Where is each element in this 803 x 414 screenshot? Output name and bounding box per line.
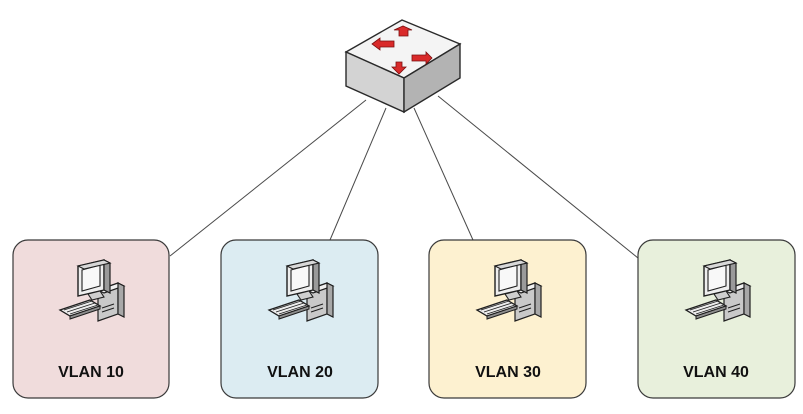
vlan-label-20: VLAN 20 bbox=[267, 364, 333, 381]
connection-lines bbox=[169, 95, 639, 259]
vlan-box-30: VLAN 30 bbox=[428, 239, 587, 399]
switch-arrows bbox=[371, 25, 433, 75]
switch-icon bbox=[344, 19, 462, 114]
link-vlan-10 bbox=[169, 99, 367, 257]
vlan-label-10: VLAN 10 bbox=[58, 364, 124, 381]
vlan-label-30: VLAN 30 bbox=[475, 364, 541, 381]
link-vlan-40 bbox=[437, 95, 639, 259]
vlan-box-10: VLAN 10 bbox=[12, 239, 170, 399]
vlan-box-40: VLAN 40 bbox=[637, 239, 796, 399]
vlan-label-40: VLAN 40 bbox=[683, 364, 749, 381]
link-vlan-20 bbox=[329, 107, 387, 241]
vlan-box-20: VLAN 20 bbox=[220, 239, 379, 399]
link-vlan-30 bbox=[413, 107, 474, 241]
